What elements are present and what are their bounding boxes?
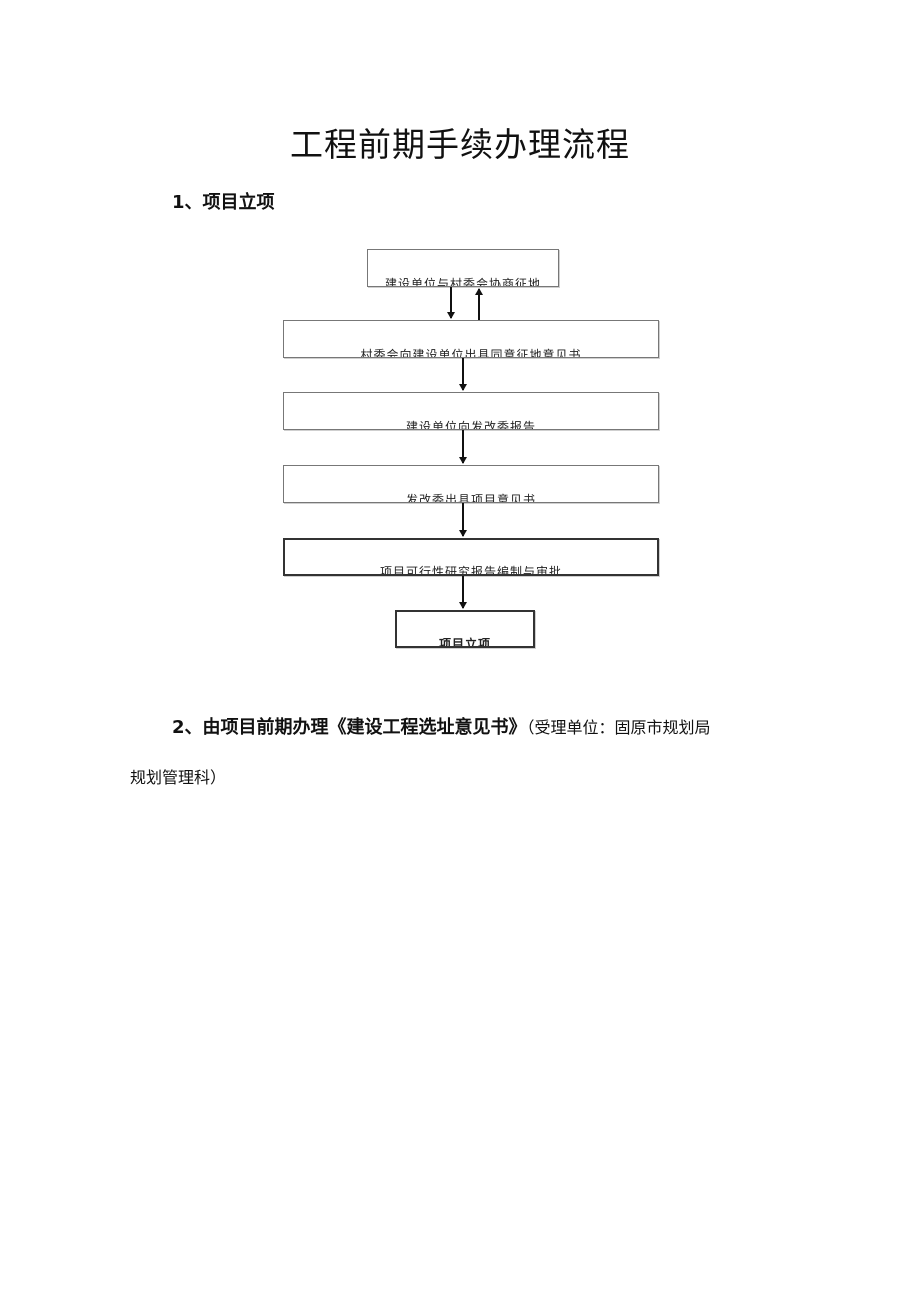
- flow-step-2: 村委会向建设单位出具同意征地意见书: [283, 320, 659, 358]
- flow-step-6-label: 项目立项: [438, 637, 491, 648]
- flow-step-5-label: 项目可行性研究报告编制与审批: [379, 565, 562, 576]
- flow-step-3: 建设单位向发改委报告: [283, 392, 659, 430]
- section-2-heading-text: 2、由项目前期办理《建设工程选址意见书》: [172, 717, 527, 738]
- flow-step-4-label: 发改委出具项目意见书: [405, 493, 536, 503]
- section-2-heading: 2、由项目前期办理《建设工程选址意见书》（受理单位：固原市规划局: [172, 713, 711, 739]
- flow-step-1: 建设单位与村委会协商征地: [367, 249, 559, 287]
- section-1-heading: 1、项目立项: [172, 192, 275, 213]
- flow-step-4: 发改委出具项目意见书: [283, 465, 659, 503]
- section-2-note-continued: 规划管理科）: [130, 768, 227, 787]
- document-title: 工程前期手续办理流程: [290, 125, 630, 164]
- flow-step-3-label: 建设单位向发改委报告: [405, 420, 536, 430]
- flow-step-5: 项目可行性研究报告编制与审批: [283, 538, 659, 576]
- flow-step-2-label: 村委会向建设单位出具同意征地意见书: [360, 348, 582, 358]
- flow-step-6: 项目立项: [395, 610, 535, 648]
- section-2-note: （受理单位：固原市规划局: [526, 718, 711, 737]
- flow-step-1-label: 建设单位与村委会协商征地: [384, 277, 541, 287]
